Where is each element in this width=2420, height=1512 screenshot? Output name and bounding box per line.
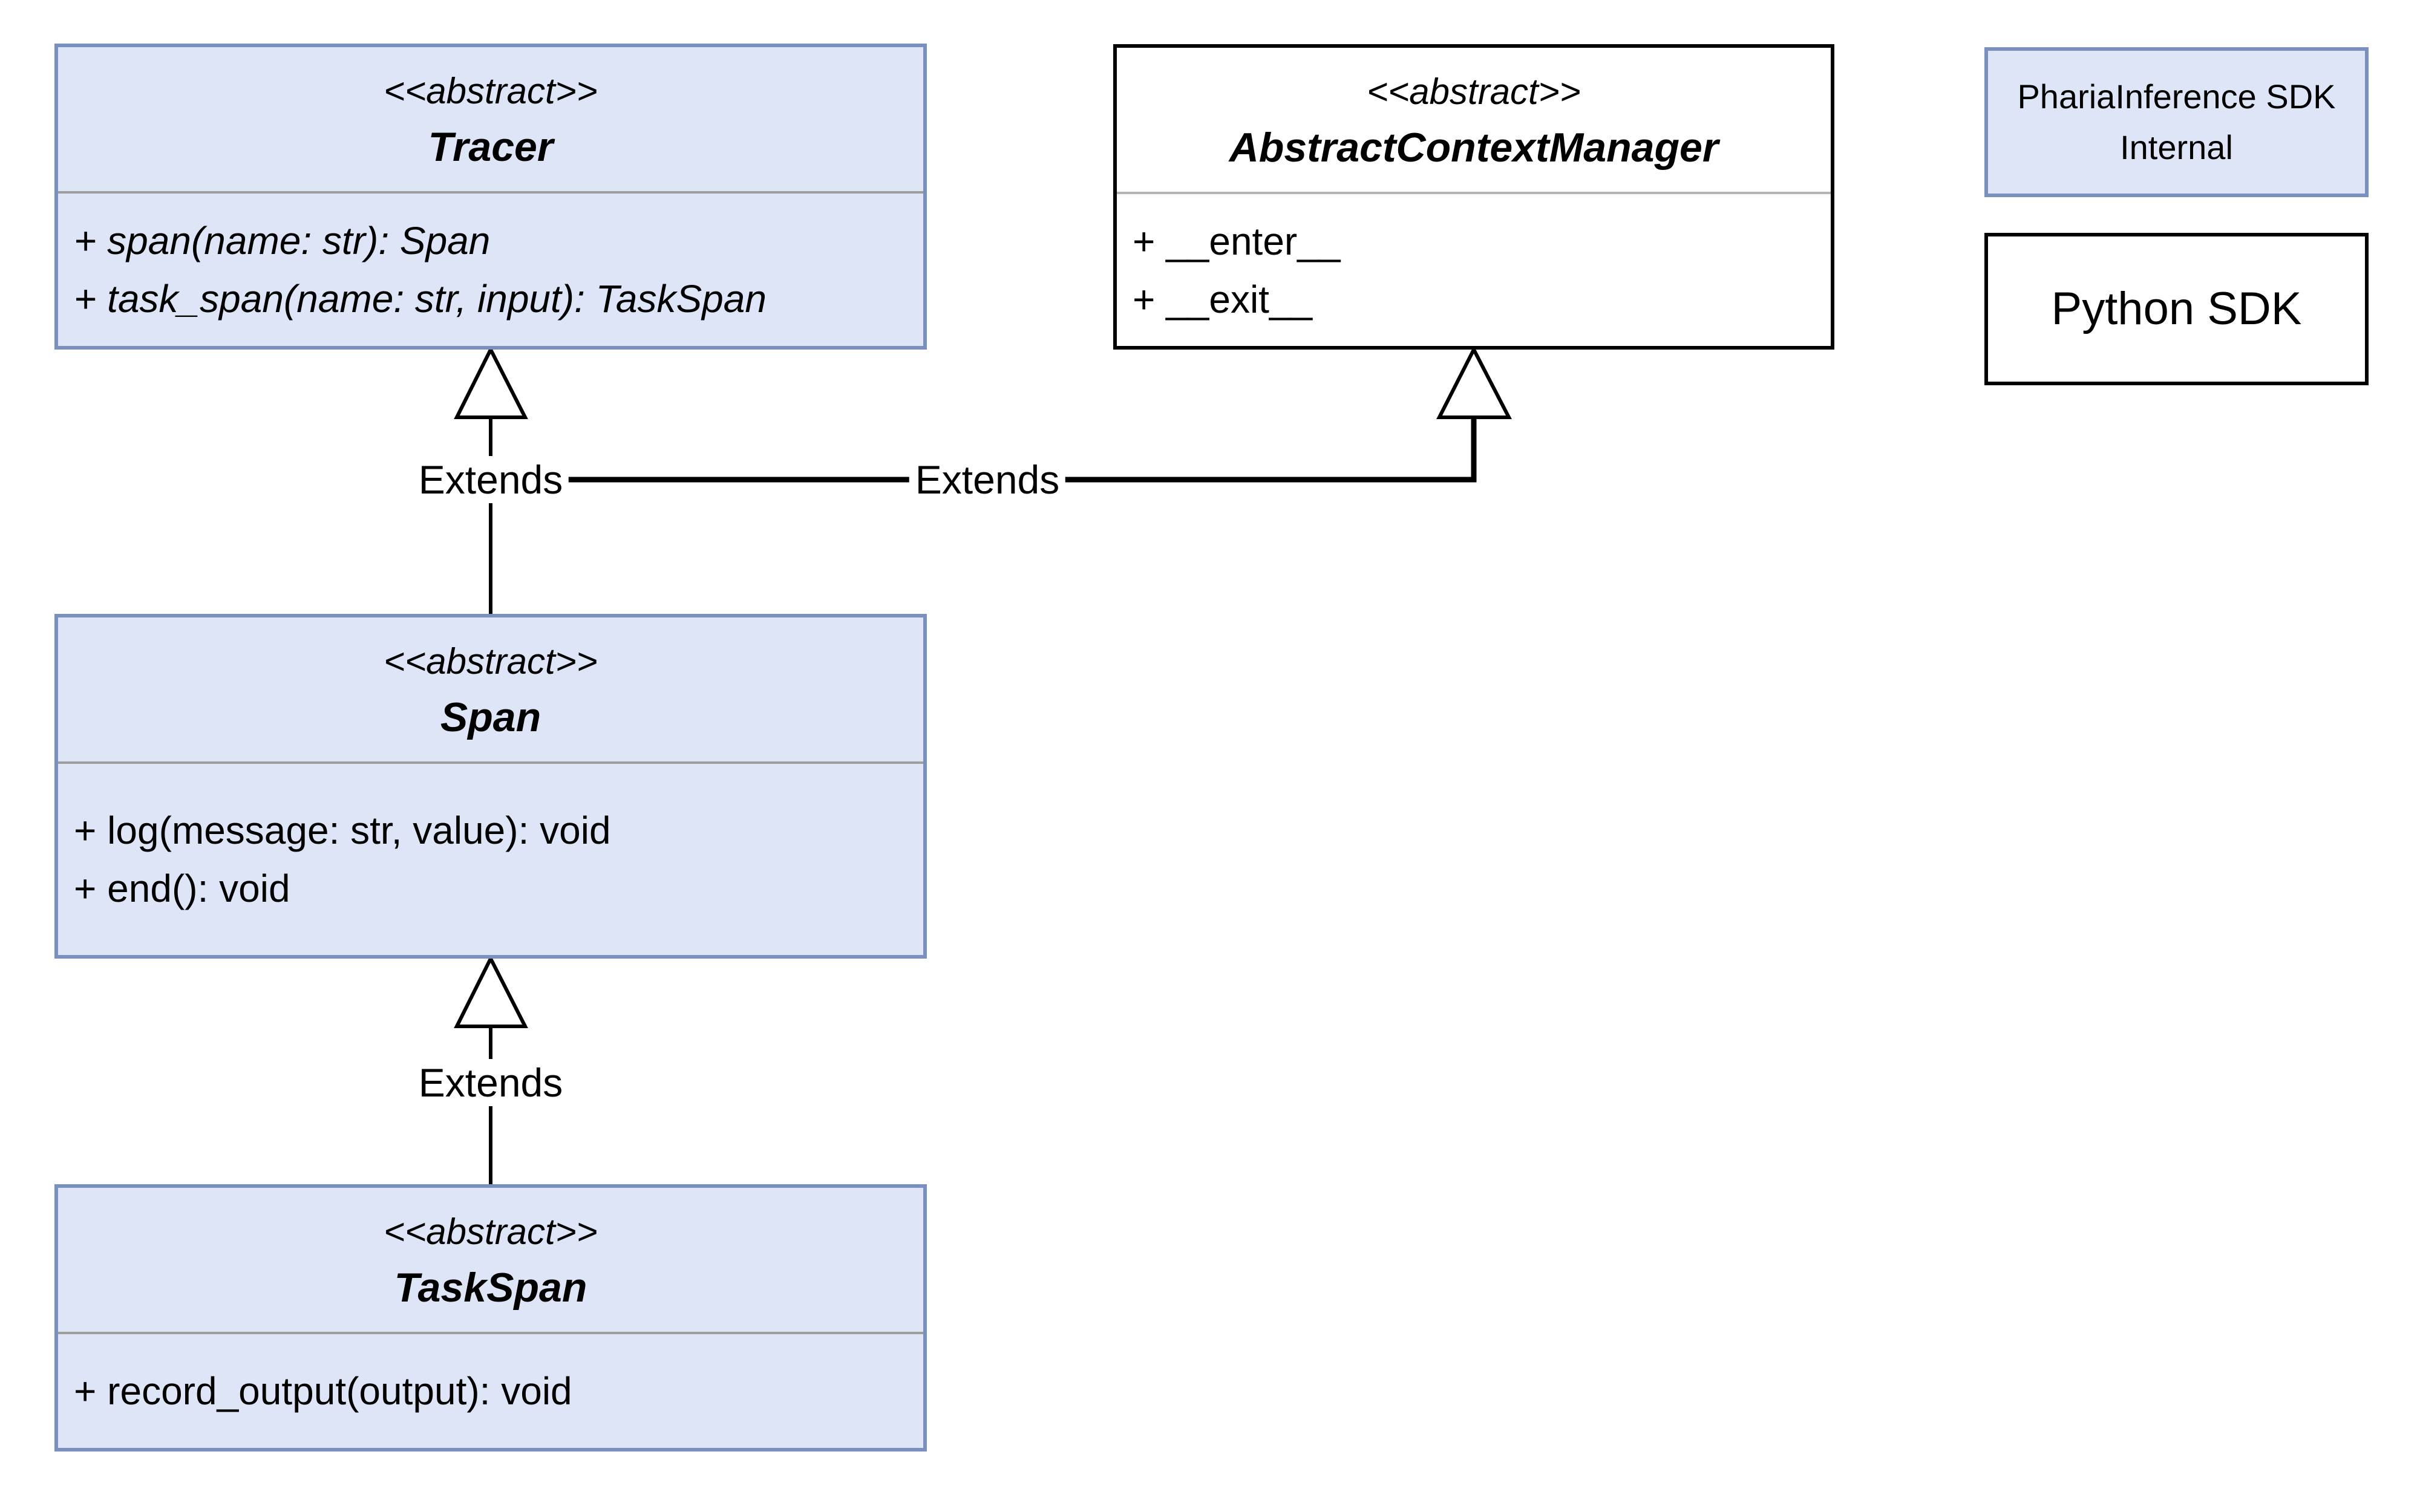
class-methods-section: + span(name: str): Span + task_span(name… xyxy=(58,194,923,346)
legend-label-line: Python SDK xyxy=(2051,283,2302,334)
inheritance-arrow-icon xyxy=(454,954,528,1028)
class-box-span: <<abstract>> Span + log(message: str, va… xyxy=(54,614,927,959)
class-method: + task_span(name: str, input): TaskSpan xyxy=(74,277,767,321)
class-method: + log(message: str, value): void xyxy=(74,809,611,852)
relation-label-extends-span-acm: Extends xyxy=(909,456,1066,503)
class-method: + span(name: str): Span xyxy=(74,219,491,262)
class-methods-section: + record_output(output): void xyxy=(58,1334,923,1448)
class-stereotype: <<abstract>> xyxy=(384,641,598,682)
relation-label-extends-span-tracer: Extends xyxy=(412,456,569,503)
class-box-abstract-context-manager: <<abstract>> AbstractContextManager + __… xyxy=(1113,44,1834,350)
class-title-section: <<abstract>> Span xyxy=(58,618,923,764)
class-name: TaskSpan xyxy=(394,1265,587,1311)
legend-box-pharia-inference-sdk-internal: PhariaInference SDK Internal xyxy=(1984,47,2369,197)
inheritance-arrow-icon xyxy=(454,345,528,419)
relation-label-extends-taskspan-span: Extends xyxy=(412,1059,569,1106)
class-title-section: <<abstract>> AbstractContextManager xyxy=(1117,48,1831,194)
class-box-tracer: <<abstract>> Tracer + span(name: str): S… xyxy=(54,44,927,350)
class-stereotype: <<abstract>> xyxy=(384,1211,598,1252)
class-methods-section: + log(message: str, value): void + end()… xyxy=(58,764,923,955)
class-stereotype: <<abstract>> xyxy=(1367,71,1581,112)
class-title-section: <<abstract>> TaskSpan xyxy=(58,1188,923,1334)
class-name: AbstractContextManager xyxy=(1229,125,1719,171)
legend-label-line: PhariaInference SDK xyxy=(2017,77,2336,116)
class-method: + end(): void xyxy=(74,867,290,910)
relation-line-span-acm xyxy=(491,417,1477,483)
legend-box-python-sdk: Python SDK xyxy=(1984,233,2369,385)
class-method: + __exit__ xyxy=(1133,277,1313,321)
class-name: Span xyxy=(440,694,541,740)
class-box-taskspan: <<abstract>> TaskSpan + record_output(ou… xyxy=(54,1184,927,1452)
class-method: + record_output(output): void xyxy=(74,1369,572,1413)
class-name: Tracer xyxy=(428,124,554,170)
inheritance-arrow-icon xyxy=(1436,345,1512,419)
class-title-section: <<abstract>> Tracer xyxy=(58,47,923,194)
class-methods-section: + __enter__ + __exit__ xyxy=(1117,194,1831,346)
legend-label-line: Internal xyxy=(2120,128,2233,166)
class-stereotype: <<abstract>> xyxy=(384,71,598,111)
class-method: + __enter__ xyxy=(1133,219,1341,263)
